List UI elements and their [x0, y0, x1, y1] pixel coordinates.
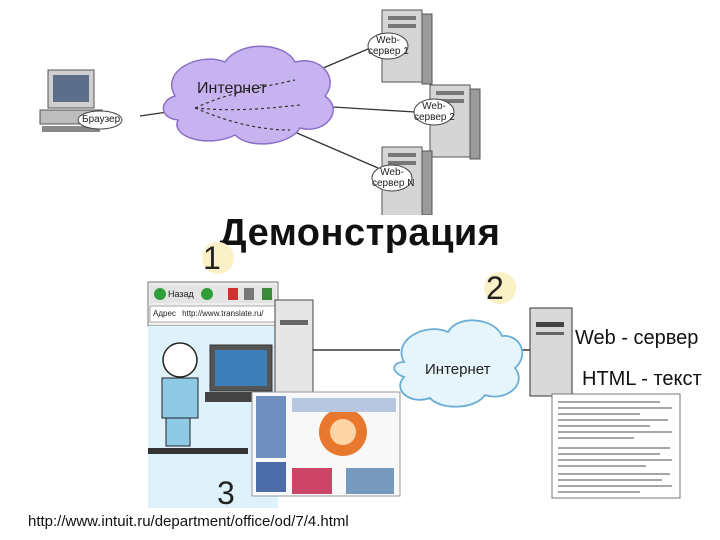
step-3-number: 3: [217, 475, 235, 512]
rendered-webpage-screenshot: [252, 392, 400, 496]
address-field[interactable]: Адрес http://www.translate.ru/: [153, 309, 273, 321]
address-label: Адрес: [153, 309, 176, 318]
internet-label-bottom: Интернет: [425, 361, 490, 378]
web-server-icon: [530, 308, 572, 396]
step-1-number: 1: [203, 240, 221, 277]
source-url[interactable]: http://www.intuit.ru/department/office/o…: [28, 513, 349, 530]
html-document-thumbnail: [552, 394, 680, 498]
step-2-number: 2: [486, 270, 504, 307]
address-value: http://www.translate.ru/: [182, 309, 263, 318]
back-button-label[interactable]: Назад: [168, 289, 194, 299]
html-text-label: HTML - текст: [582, 368, 702, 391]
web-server-label: Web - сервер: [575, 327, 698, 350]
